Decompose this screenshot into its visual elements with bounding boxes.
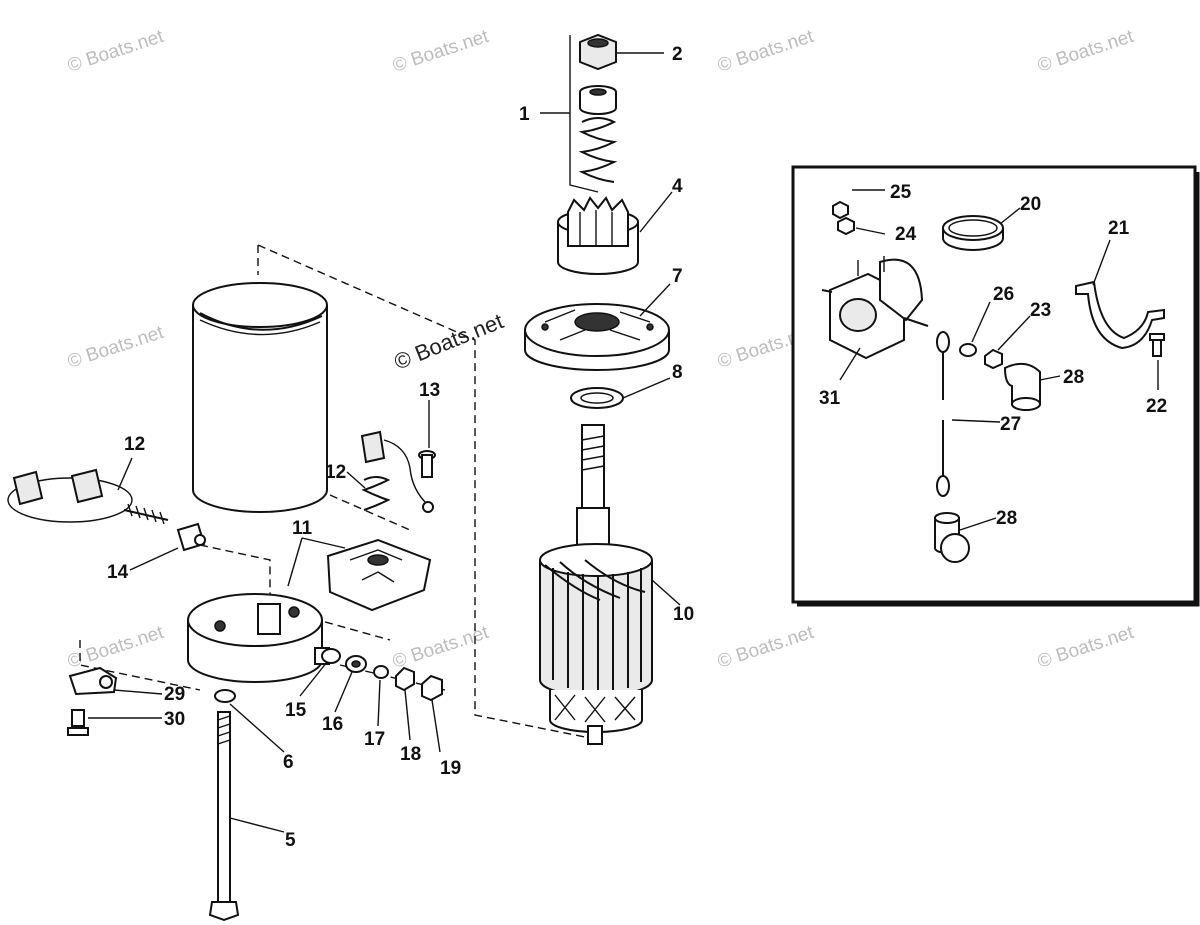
bracket-screw: [67, 709, 89, 736]
callout-28-bottom: 28: [996, 508, 1017, 529]
callout-22: 22: [1146, 396, 1167, 417]
callout-27: 27: [1000, 414, 1021, 435]
callout-16: 16: [322, 714, 343, 735]
watermark: © Boats.net: [390, 26, 492, 77]
callout-8: 8: [672, 362, 683, 383]
assembly-lines: [79, 244, 601, 741]
watermark: © Boats.net: [65, 322, 167, 373]
pinion-gear: [557, 196, 639, 275]
callout-21: 21: [1108, 218, 1130, 239]
callout-1: 1: [519, 104, 530, 125]
through-bolt: [208, 711, 240, 922]
solenoid-inset: [791, 165, 1200, 607]
terminal-insulator: [176, 522, 206, 552]
watermark: © Boats.net: [390, 622, 492, 673]
drive-spring-assembly: [569, 35, 618, 193]
callout-12-left: 12: [124, 434, 145, 455]
callout-13: 13: [419, 380, 440, 401]
thrust-washer: [570, 387, 624, 409]
callout-19: 19: [440, 758, 461, 779]
watermark: © Boats.net: [715, 622, 817, 673]
callout-23: 23: [1030, 300, 1051, 321]
watermark: © Boats.net: [715, 26, 817, 77]
callout-31: 31: [819, 388, 841, 409]
callout-29: 29: [164, 684, 185, 705]
callout-14: 14: [107, 562, 129, 583]
callout-11: 11: [292, 518, 313, 539]
callout-10: 10: [673, 604, 694, 625]
callout-6: 6: [283, 752, 294, 773]
field-frame: [192, 282, 328, 513]
drive-end-cap: [524, 303, 670, 371]
callout-25: 25: [890, 182, 912, 203]
callout-12-right: 12: [325, 462, 346, 483]
callout-24: 24: [895, 224, 917, 245]
brush-lead-set: [7, 468, 169, 525]
callout-5: 5: [285, 830, 296, 851]
watermark: © Boats.net: [65, 26, 167, 77]
callout-15: 15: [285, 700, 307, 721]
brush-screw: [418, 450, 436, 478]
callout-26: 26: [993, 284, 1014, 305]
callout-17: 17: [364, 729, 385, 750]
callout-28-top: 28: [1063, 367, 1084, 388]
commutator-end-cap: [187, 593, 330, 683]
lockwasher: [214, 689, 236, 703]
brush-and-spring: [360, 430, 434, 513]
drive-nut: [579, 33, 617, 71]
brush-holder: [326, 538, 432, 612]
terminal-hardware: [321, 648, 443, 702]
armature: [539, 424, 653, 745]
watermark: © Boats.net: [391, 308, 507, 374]
watermark: © Boats.net: [1035, 622, 1137, 673]
ground-bracket: [68, 666, 118, 696]
watermark: © Boats.net: [1035, 26, 1137, 77]
callout-30: 30: [164, 709, 185, 730]
callout-2: 2: [672, 44, 683, 65]
callout-18: 18: [400, 744, 421, 765]
callout-7: 7: [672, 266, 683, 287]
leader-lines: [88, 52, 1159, 833]
callout-labels: 2 1 4 7 8 10 11 12 12 13 14 15 16 17 18 …: [107, 44, 1167, 851]
callout-20: 20: [1020, 194, 1041, 215]
callout-4: 4: [672, 176, 683, 197]
